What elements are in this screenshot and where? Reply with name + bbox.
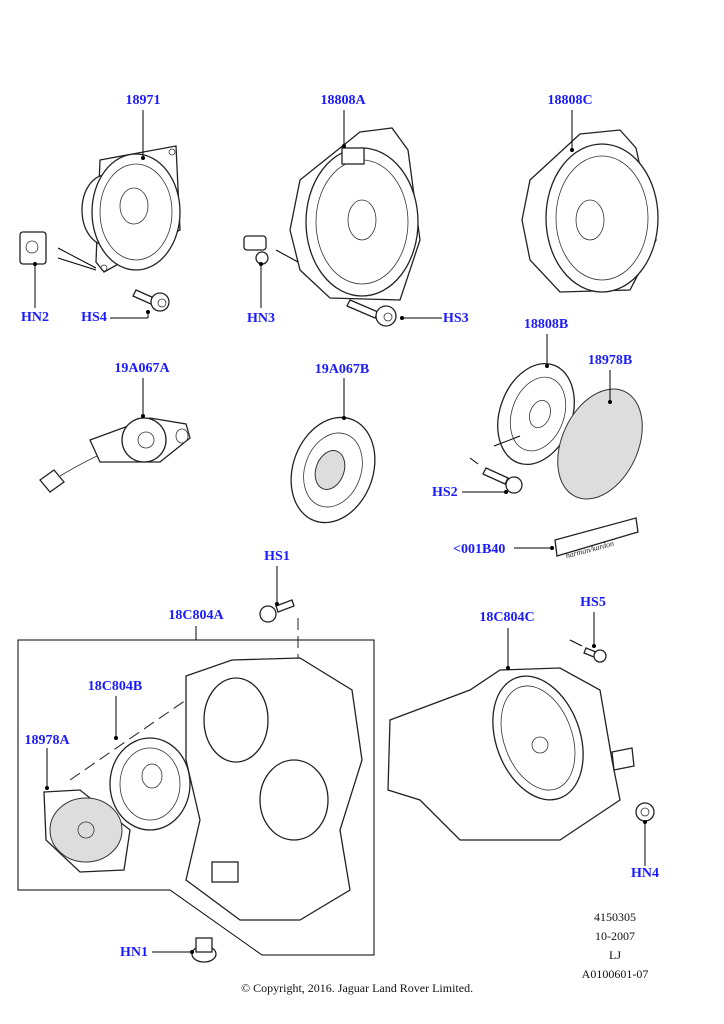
- speaker-18808A: [289, 127, 421, 301]
- speaker-18971: [81, 145, 181, 273]
- callout-18808A[interactable]: 18808A: [320, 93, 366, 108]
- callout-HN2[interactable]: HN2: [21, 310, 49, 325]
- callout-18978A[interactable]: 18978A: [24, 733, 70, 748]
- tweeter-19A067B: [290, 416, 376, 524]
- assembly-frame-18C804A: [17, 639, 375, 956]
- callout-HS2[interactable]: HS2: [432, 485, 458, 500]
- callout-18C804B[interactable]: 18C804B: [87, 679, 143, 694]
- grille-18978B: [557, 388, 643, 500]
- callout-19A067A[interactable]: 19A067A: [114, 361, 170, 376]
- drawing-reference: A0100601-07: [581, 967, 649, 981]
- flange-nut-HN1: [191, 937, 217, 963]
- callout-18C804A[interactable]: 18C804A: [168, 608, 224, 623]
- callout-18971[interactable]: 18971: [125, 93, 161, 108]
- push-fastener-HN3: [243, 235, 269, 265]
- speaker-18808C: [521, 129, 659, 293]
- callout-HS5[interactable]: HS5: [580, 595, 606, 610]
- tweeter-19A067A: [39, 417, 191, 493]
- subwoofer-enclosure-18C804C: [387, 667, 635, 841]
- drawing-model-code: LJ: [609, 948, 621, 962]
- drawing-date: 10-2007: [595, 929, 635, 943]
- callout-HN4[interactable]: HN4: [631, 866, 659, 881]
- screw-HS3: [346, 299, 397, 327]
- grille-18978A: [43, 789, 131, 873]
- callout-HS1[interactable]: HS1: [264, 549, 290, 564]
- copyright-text: © Copyright, 2016. Jaguar Land Rover Lim…: [241, 981, 474, 995]
- callout-HN3[interactable]: HN3: [247, 311, 275, 326]
- drawing-info-block: 4150305 10-2007 LJ A0100601-07: [570, 908, 660, 984]
- callout-18808B[interactable]: 18808B: [523, 317, 569, 332]
- bolt-HS5: [569, 639, 607, 663]
- callout-18978B[interactable]: 18978B: [587, 353, 633, 368]
- screw-HS2: [469, 457, 523, 494]
- callout-HS3[interactable]: HS3: [443, 311, 469, 326]
- callout-001B40[interactable]: <001B40: [453, 542, 506, 557]
- harman-kardon-badge: harman/kardon: [554, 517, 639, 560]
- speaker-18808B: [497, 362, 575, 466]
- subwoofer-enclosure-18C804A: [185, 657, 363, 921]
- bolt-HS1: [259, 599, 295, 623]
- callout-HN1[interactable]: HN1: [120, 945, 148, 960]
- subwoofer-speaker-18C804B: [109, 737, 191, 831]
- clip-nut-HN2: [19, 231, 47, 265]
- callout-18808C[interactable]: 18808C: [547, 93, 593, 108]
- callout-18C804C[interactable]: 18C804C: [479, 610, 535, 625]
- flange-nut-HN4: [635, 802, 655, 822]
- screw-HS4: [132, 289, 170, 312]
- drawing-number: 4150305: [594, 910, 636, 924]
- callout-HS4[interactable]: HS4: [81, 310, 107, 325]
- callout-19A067B[interactable]: 19A067B: [314, 362, 370, 377]
